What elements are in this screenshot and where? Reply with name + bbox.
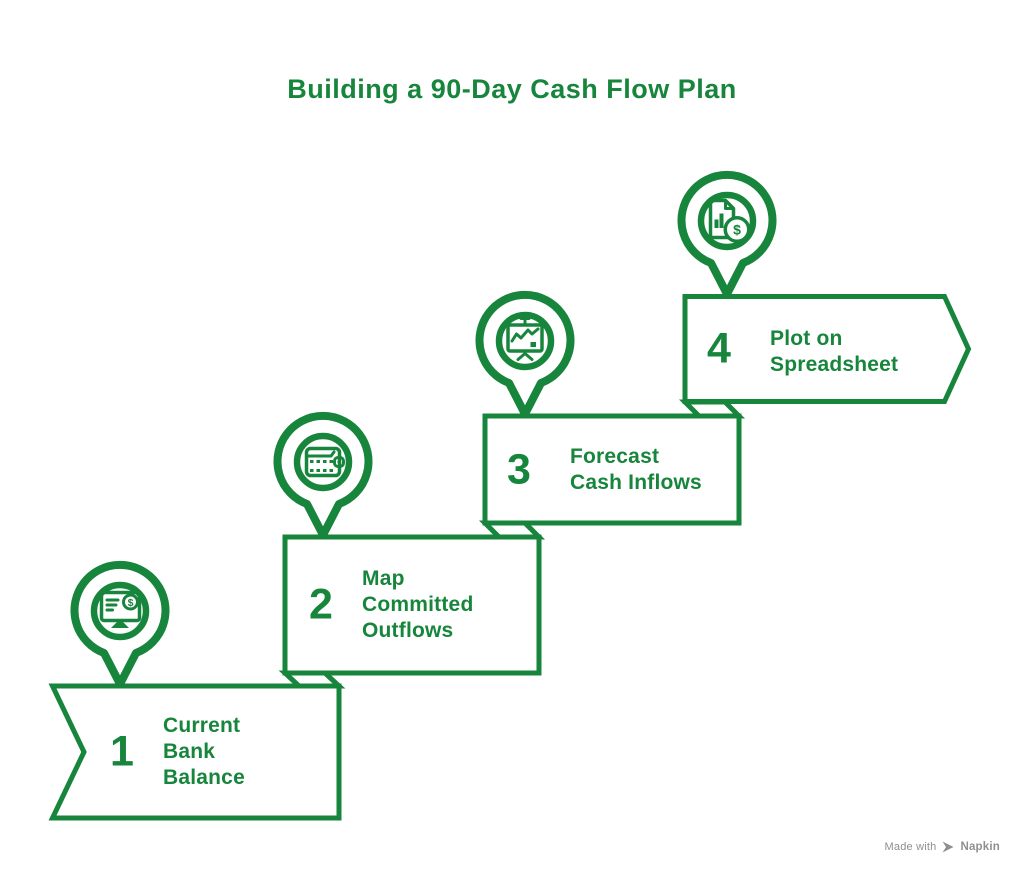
step-1-number: 1 — [110, 727, 134, 776]
step-3-box — [482, 413, 742, 526]
step-2-label-line: Committed — [362, 593, 474, 616]
doc-bar-short — [714, 219, 719, 228]
wallet-clasp — [333, 456, 345, 468]
step-2-number: 2 — [309, 580, 333, 629]
chart-bar — [530, 342, 536, 347]
step-1-label: Current Bank Balance — [163, 713, 245, 791]
step-2-label-line: Map — [362, 567, 405, 590]
step-1-label-line: Bank — [163, 740, 216, 763]
step-1-banner — [48, 683, 342, 821]
step-2-box — [282, 534, 542, 676]
step-4-arrow-banner — [682, 294, 972, 404]
step-1-label-line: Balance — [163, 766, 245, 789]
step-3-label-line: Forecast — [570, 445, 660, 468]
folded-corner — [724, 199, 735, 210]
step-4-pin-badge: $ — [677, 170, 777, 298]
step-3-label: Forecast Cash Inflows — [570, 444, 702, 496]
step-1-pin-badge: $ — [70, 560, 170, 688]
step-4-label-line: Plot on — [770, 327, 843, 350]
trend-line — [510, 327, 540, 343]
bank-balance-monitor-icon: $ — [99, 590, 142, 628]
step-4-number: 4 — [707, 324, 731, 373]
step-3-pin-badge — [475, 290, 575, 418]
page-title: Building a 90-Day Cash Flow Plan — [287, 74, 737, 104]
dollar-glyph: $ — [128, 597, 134, 609]
pin-inner-ring — [293, 432, 353, 492]
spreadsheet-document-icon: $ — [708, 198, 751, 243]
doc-bar-tall — [719, 213, 724, 228]
monitor-screen — [99, 590, 142, 623]
step-4-label: Plot on Spreadsheet — [770, 326, 898, 378]
step-3-number: 3 — [507, 445, 531, 494]
pin-inner-ring — [495, 311, 555, 371]
monitor-stand — [111, 621, 129, 628]
statement-lines — [105, 598, 120, 612]
step-2-label: Map Committed Outflows — [362, 566, 473, 644]
step-3-label-line: Cash Inflows — [570, 471, 702, 494]
fold-connector-2-1 — [278, 670, 346, 689]
wallet-icon — [304, 446, 345, 478]
made-with-napkin-watermark: Made with Napkin — [885, 840, 1000, 854]
pin-inner-ring — [90, 581, 150, 641]
dollar-circle — [122, 593, 139, 611]
wallet-flap — [306, 450, 336, 458]
dollar-glyph: $ — [733, 222, 741, 238]
chart-presentation-icon — [506, 317, 544, 361]
board-legs — [516, 349, 534, 361]
fold-connector-4-3 — [678, 399, 746, 419]
fold-connector-3-2 — [478, 520, 546, 540]
wallet-clasp-button — [337, 460, 341, 464]
step-1-label-line: Current — [163, 714, 241, 737]
dollar-coin — [723, 216, 751, 243]
step-4-label-line: Spreadsheet — [770, 353, 899, 376]
watermark-prefix: Made with — [884, 841, 937, 853]
step-2-label-line: Outflows — [362, 619, 454, 642]
napkin-logo-icon — [942, 841, 954, 853]
pin-inner-ring — [697, 191, 757, 251]
watermark-brand: Napkin — [960, 841, 1000, 853]
step-2-pin-badge — [273, 411, 373, 539]
